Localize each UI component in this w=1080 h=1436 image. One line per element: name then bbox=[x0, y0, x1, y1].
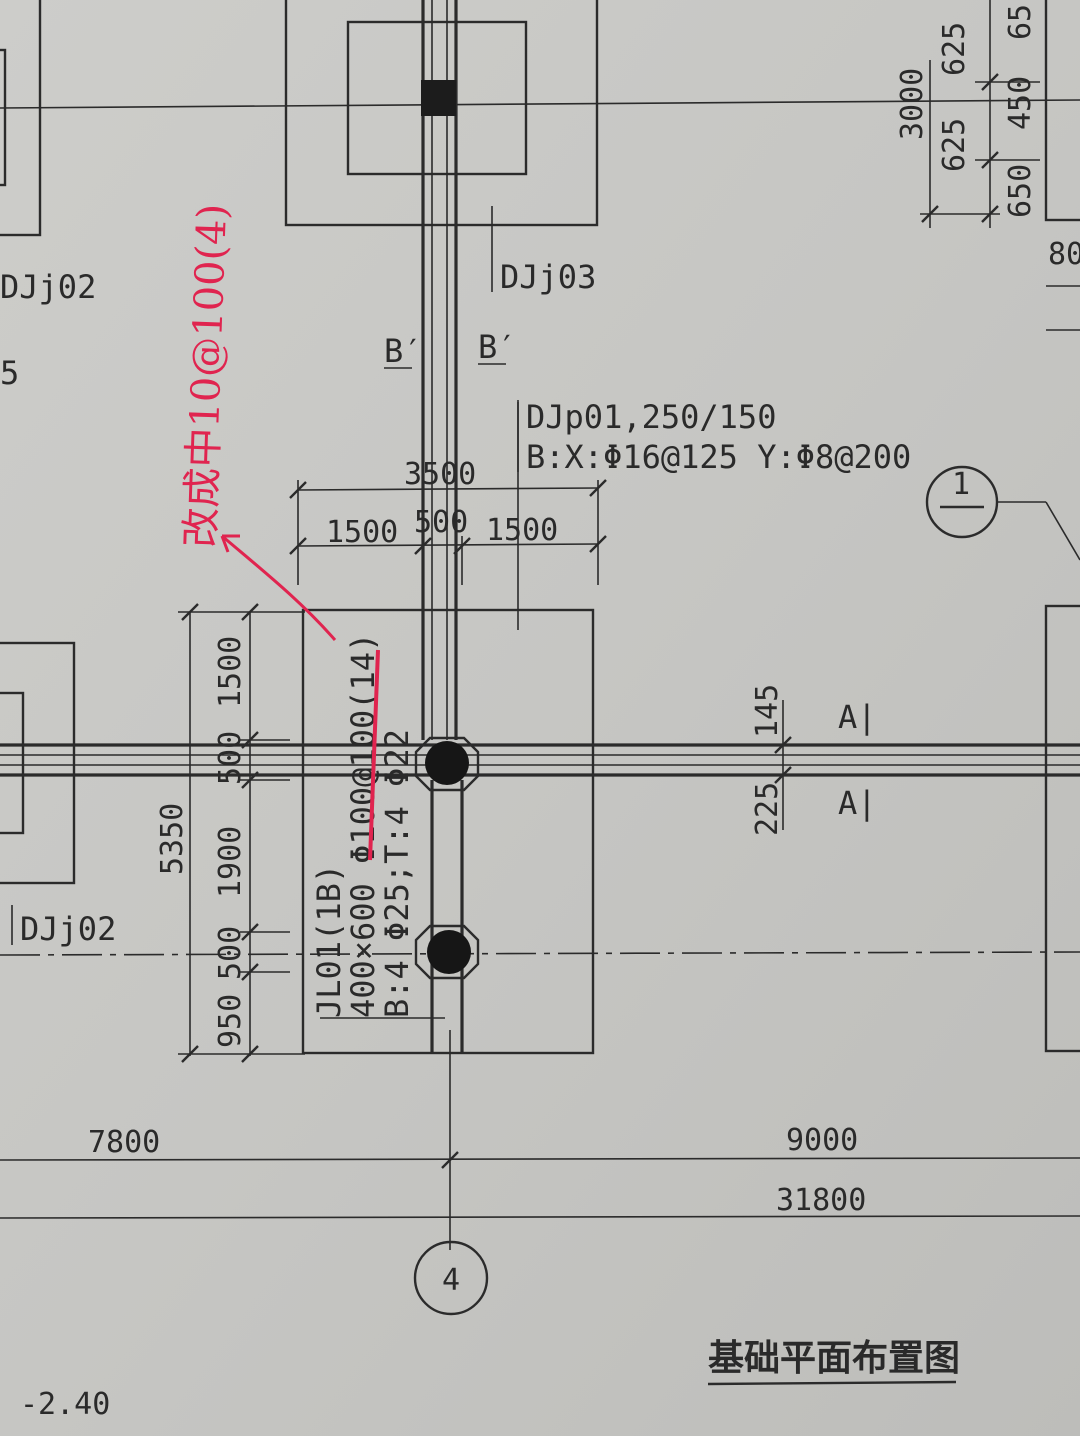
column-lower bbox=[414, 924, 480, 980]
dim-overall: 31800 bbox=[776, 1183, 866, 1218]
footing-djj03 bbox=[284, 0, 599, 227]
dim-vert-d: 500 bbox=[213, 926, 248, 980]
beam-offset-dims: 145 225 bbox=[750, 684, 792, 836]
dim-tr-c: 450 bbox=[1003, 76, 1038, 130]
title-text: 基础平面布置图 bbox=[708, 1337, 960, 1379]
dim-tr-d: 650 bbox=[1003, 164, 1038, 218]
axis-bubble-4: 4 bbox=[413, 1240, 489, 1316]
dim-vert-e: 950 bbox=[213, 994, 248, 1048]
label-djj02-bottom: DJj02 bbox=[20, 910, 116, 948]
dim-vert-b: 500 bbox=[213, 731, 248, 785]
dim-top-left: 1500 bbox=[326, 515, 398, 550]
left-edge-fragment: 5 bbox=[0, 354, 19, 392]
dim-bay-right: 9000 bbox=[786, 1123, 858, 1158]
grid-lines bbox=[0, 99, 1080, 1250]
footing-right bbox=[1044, 0, 1080, 1053]
vertical-dimension-chain: 5350 1500 500 1900 500 950 bbox=[155, 603, 305, 1063]
handwritten-annotation: 改成中10@100(4) bbox=[178, 203, 380, 861]
bottom-dimensions: 7800 9000 31800 bbox=[88, 1123, 866, 1218]
footing-djj02-bottom bbox=[0, 641, 76, 885]
top-right-dimension-block: 3000 625 625 450 650 65 80 bbox=[895, 0, 1080, 331]
footing-djp01 bbox=[301, 608, 595, 1055]
dim-tr-a: 625 bbox=[937, 118, 972, 172]
vertical-beam bbox=[421, 0, 464, 1052]
dim-tr-total: 3000 bbox=[895, 68, 930, 140]
horizontal-beam bbox=[0, 743, 1080, 777]
dim-beam-offset-b: 225 bbox=[750, 782, 785, 836]
dim-vert-c: 1900 bbox=[213, 826, 248, 898]
beam-spec-line3: B:4 Φ25;T:4 Φ22 bbox=[378, 729, 416, 1018]
dim-vert-total: 5350 bbox=[155, 803, 190, 875]
footing-djj02-top bbox=[0, 0, 42, 237]
section-number: 1 bbox=[952, 467, 970, 502]
dim-tr-b: 625 bbox=[937, 22, 972, 76]
label-djj03: DJj03 bbox=[500, 258, 596, 296]
label-djp01-line2: B:X:Φ16@125 Y:Φ8@200 bbox=[526, 438, 911, 476]
dim-vert-a: 1500 bbox=[213, 636, 248, 708]
dim-bay-left: 7800 bbox=[88, 1125, 160, 1160]
label-djj02-top: DJj02 bbox=[0, 268, 96, 306]
top-dimension-chain: 3500 1500 500 1500 bbox=[289, 400, 607, 630]
dim-top-mid: 500 bbox=[414, 505, 468, 540]
section-symbol: 1 bbox=[925, 465, 1080, 561]
dim-beam-offset-a: 145 bbox=[750, 684, 785, 738]
dim-top-right: 1500 bbox=[486, 513, 558, 548]
label-b-prime-left: B′ bbox=[384, 332, 423, 370]
label-section-a-upper: A| bbox=[838, 698, 877, 736]
drawing-title: 基础平面布置图 bbox=[707, 1337, 960, 1386]
label-djp01-line1: DJp01,250/150 bbox=[526, 398, 776, 436]
elevation-text: -2.40 bbox=[20, 1387, 110, 1422]
label-section-a-lower: A| bbox=[838, 784, 877, 822]
column-upper bbox=[414, 736, 480, 792]
label-b-prime-right: B′ bbox=[478, 328, 517, 366]
beam-spec-line1: JL01(1B) bbox=[310, 864, 348, 1018]
dim-top-total: 3500 bbox=[404, 457, 476, 492]
dim-tr-e: 65 bbox=[1003, 4, 1038, 40]
right-edge-fragment: 80 bbox=[1048, 237, 1080, 272]
axis-number: 4 bbox=[442, 1263, 460, 1298]
